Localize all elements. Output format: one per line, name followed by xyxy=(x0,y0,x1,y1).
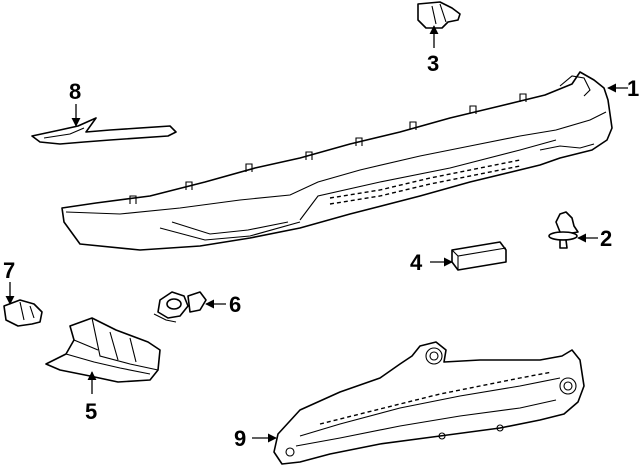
reflector-pad-part[interactable] xyxy=(451,241,507,271)
energy-absorber-part[interactable] xyxy=(273,341,585,465)
grommet-fastener-part[interactable] xyxy=(153,291,207,323)
push-retainer-part[interactable] xyxy=(548,211,579,249)
callout-3: 3 xyxy=(427,51,439,76)
bumper-cover-part[interactable] xyxy=(61,71,613,251)
side-bracket-part[interactable] xyxy=(45,317,161,383)
callout-9: 9 xyxy=(234,426,246,451)
callout-5: 5 xyxy=(85,399,97,424)
callout-4: 4 xyxy=(410,250,423,275)
callout-2: 2 xyxy=(600,226,612,251)
trim-molding-part[interactable] xyxy=(31,117,177,145)
callout-7: 7 xyxy=(3,258,15,283)
callout-1: 1 xyxy=(627,76,639,101)
callout-8: 8 xyxy=(69,79,81,104)
callout-6: 6 xyxy=(229,292,241,317)
clip-bracket-part[interactable] xyxy=(417,1,461,29)
side-clip-part[interactable] xyxy=(3,299,43,327)
